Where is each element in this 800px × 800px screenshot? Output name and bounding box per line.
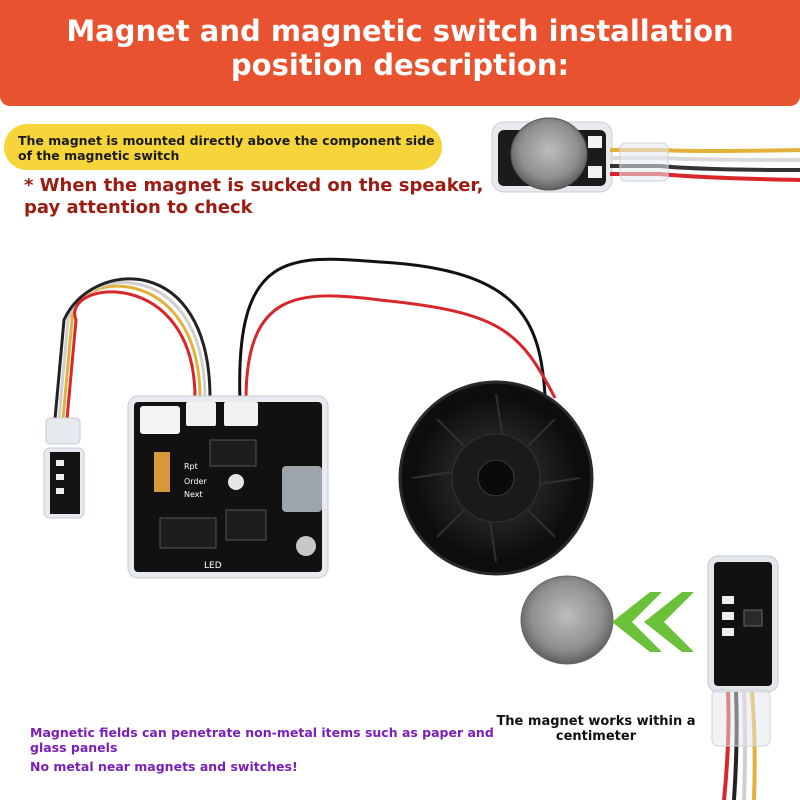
magnetic-switch-bottom-right [707,555,779,800]
audio-board: Rpt Order Next LED [127,395,329,579]
board-label-order: Order [184,477,207,486]
note-penetrate: Magnetic fields can penetrate non-metal … [30,725,494,755]
speaker-wires [238,257,557,401]
switch-with-magnet-photo [491,117,800,193]
mount-note-callout: The magnet is mounted directly above the… [4,124,442,170]
header-banner: Magnet and magnetic switch installation … [0,0,800,106]
small-magnetic-switch-left [43,417,85,519]
note-no-metal: No metal near magnets and switches! [30,759,298,774]
page-title: Magnet and magnetic switch installation … [66,14,734,82]
magnet-disc [520,575,614,665]
board-label-rpt: Rpt [184,462,198,471]
magnet-coin [510,117,588,191]
magnetic-notes: Magnetic fields can penetrate non-metal … [30,725,500,778]
mount-note-text: The magnet is mounted directly above the… [18,133,435,163]
left-switch-wires [52,277,212,431]
speaker [398,380,594,576]
board-label-next: Next [184,490,203,499]
arrow-icon [612,592,694,652]
range-note: The magnet works within a centimeter [496,714,696,744]
speaker-warning: * When the magnet is sucked on the speak… [24,175,484,218]
board-label-led: LED [204,561,222,571]
